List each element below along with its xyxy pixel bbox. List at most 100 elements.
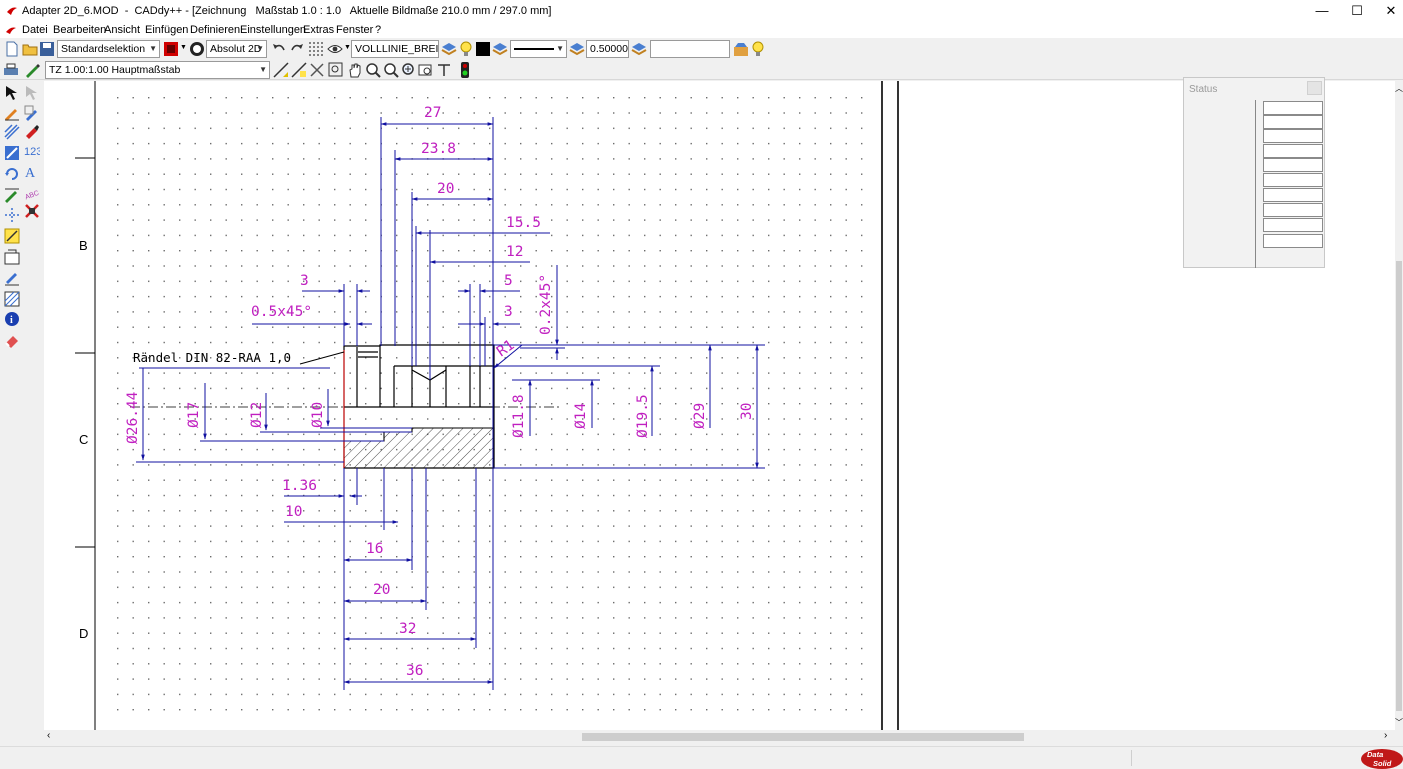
maximize-button[interactable]: ☐ [1351,3,1363,18]
zoom-window-icon[interactable] [328,62,344,78]
new-file-icon[interactable] [4,41,20,57]
delete-red-icon[interactable] [24,203,40,219]
line-layer-icon[interactable] [492,41,508,57]
menu-bearbeiten[interactable]: Bearbeiten [53,24,107,36]
dimension-tool-icon[interactable] [4,187,20,203]
dim-chamfer-right: 0.2x45° [538,274,554,335]
eraser-icon[interactable] [4,332,20,348]
open-folder-icon[interactable] [22,41,38,57]
dim-36: 36 [406,663,423,679]
grid-dots [110,92,870,712]
horizontal-scrollbar[interactable]: ‹ › [44,730,1403,744]
text-layer-icon[interactable] [631,41,647,57]
zone-label-d: D [79,626,88,641]
select-color-dropdown-icon[interactable]: ▼ [180,44,187,51]
minimize-button[interactable]: — [1315,3,1329,18]
grid-snap-icon[interactable] [4,207,20,223]
abc-text-icon[interactable]: ABC [24,185,40,201]
view-dropdown-icon[interactable]: ▼ [344,44,351,51]
selection-mode-select[interactable]: Standardselektion ▼ [57,40,160,58]
hatch-tool-icon[interactable] [4,124,20,140]
block-tool-icon[interactable] [4,249,20,265]
line-type-field[interactable]: VOLLLINIE_BREIT [351,40,439,58]
lightbulb-icon[interactable] [458,41,474,57]
text-input-field[interactable] [650,40,730,58]
pencil-line-icon[interactable] [4,105,20,121]
eraser-red-icon[interactable] [24,124,40,140]
undo-icon[interactable] [271,41,287,57]
pen-edit-icon[interactable] [24,105,40,121]
hatch-pattern-icon[interactable] [4,291,20,307]
select-color-icon[interactable] [163,41,179,57]
status-panel-divider [1255,100,1256,268]
zoom-previous-icon[interactable] [418,62,434,78]
menu-fenster[interactable]: Fenster [336,24,374,36]
vertical-scrollbar[interactable]: ︿ ﹀ [1395,81,1403,730]
dim-1-36: 1.36 [282,478,317,494]
redraw-icon[interactable] [436,62,452,78]
dimension-lines [136,117,765,690]
scroll-right-icon[interactable]: › [1384,730,1388,741]
pen-zone-icon[interactable] [24,62,40,78]
zoom-all-icon[interactable] [401,62,417,78]
dim-chamfer-left: 0.5x45° [251,304,312,320]
menu-help[interactable]: ? [375,24,382,36]
print-icon[interactable] [3,62,19,78]
scale-zone-value: TZ 1.00:1.00 Hauptmaßstab [49,64,181,76]
close-button[interactable]: ✕ [1385,3,1397,18]
highlight-tool-icon[interactable] [291,62,307,78]
status-bar: Data Solid [0,746,1403,769]
select-arrow-icon[interactable] [4,84,20,100]
redo-icon[interactable] [289,41,305,57]
status-panel-close-button[interactable] [1307,81,1322,95]
lightbulb-on-icon[interactable] [750,41,766,57]
rotate-tool-icon[interactable] [4,166,20,182]
trim-tool-icon[interactable] [4,145,20,161]
snap-tool-icon[interactable] [309,62,325,78]
measure-tool-icon[interactable] [273,62,289,78]
menu-ansicht[interactable]: Ansicht [104,24,141,36]
pan-hand-icon[interactable] [347,62,363,78]
traffic-light-icon[interactable] [457,62,473,78]
dim-d10: Ø10 [310,402,326,428]
scroll-left-icon[interactable]: ‹ [47,730,51,741]
svg-text:Solid: Solid [1373,759,1392,768]
zoom-in-icon[interactable] [365,62,381,78]
drawing-canvas[interactable]: B C D [44,81,1395,730]
coordinate-globe-icon[interactable] [189,41,205,57]
view-eye-icon[interactable] [327,41,343,57]
line-width-field[interactable]: 0.500000 [586,40,629,58]
status-panel[interactable]: Status [1183,77,1325,268]
color-black-swatch-icon[interactable] [475,41,491,57]
grid-icon[interactable] [308,41,324,57]
annotation-pen-icon[interactable] [4,270,20,286]
menu-einstellungen[interactable]: Einstellungen [240,24,307,36]
menu-bar: Datei Bearbeiten Ansicht Einfügen Defini… [0,23,1403,58]
zone-label-c: C [79,432,88,447]
layer-icon[interactable] [441,41,457,57]
svg-text:i: i [10,315,13,326]
scroll-up-icon[interactable]: ︿ [1395,84,1403,93]
scroll-down-icon[interactable]: ﹀ [1395,718,1403,727]
menu-einfuegen[interactable]: Einfügen [145,24,189,36]
info-icon[interactable]: i [4,311,20,327]
coord-mode-value: Absolut 2D [210,43,262,55]
menu-extras[interactable]: Extras [303,24,335,36]
menu-definieren[interactable]: Definieren [190,24,241,36]
numbering-icon[interactable]: 123 [24,143,40,159]
drawing-svg[interactable]: B C D [44,81,1395,730]
caddy-menu-icon[interactable] [5,26,17,35]
layer-manager-icon[interactable] [733,41,749,57]
vertical-scroll-thumb[interactable] [1396,261,1402,711]
save-icon[interactable] [39,41,55,57]
text-tool-icon[interactable]: A [24,163,40,179]
horizontal-scroll-thumb[interactable] [582,733,1024,741]
width-layer-icon[interactable] [569,41,585,57]
scale-zone-select[interactable]: TZ 1.00:1.00 Hauptmaßstab ▼ [45,61,270,79]
select-arrow-grey-icon[interactable] [24,84,40,100]
symbol-tool-icon[interactable] [4,228,20,244]
menu-datei[interactable]: Datei [22,24,48,36]
coord-mode-select[interactable]: Absolut 2D ▼ [206,40,267,58]
line-style-select[interactable]: ▼ [510,40,567,58]
zoom-out-icon[interactable] [383,62,399,78]
